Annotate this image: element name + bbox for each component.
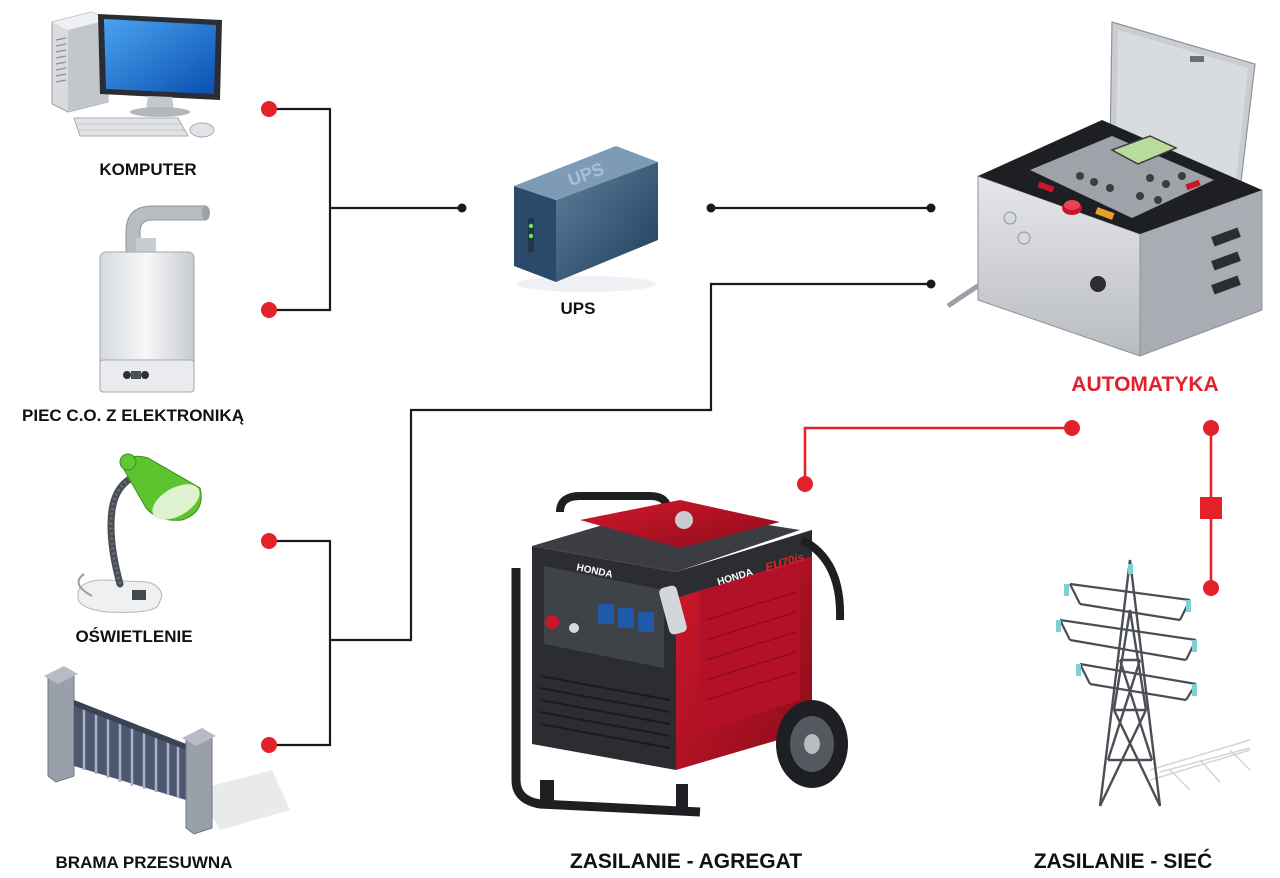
label-automatyka: AUTOMATYKA (1071, 373, 1218, 396)
label-piec: PIEC C.O. Z ELEKTRONIKĄ (22, 406, 244, 425)
red-wires (803, 426, 1213, 588)
label-oswietlenie: OŚWIETLENIE (75, 627, 192, 646)
sliding-gate-icon (44, 666, 290, 835)
wire-loads-automatyka (330, 282, 931, 642)
wire-agregat (803, 426, 1072, 484)
black-wires (269, 107, 931, 747)
label-siec: ZASILANIE - SIEĆ (1034, 849, 1213, 873)
computer-icon (51, 11, 222, 138)
ups-icon: UPS (514, 146, 658, 292)
label-brama: BRAMA PRZESUWNA (56, 853, 233, 872)
red-wire-dots (797, 420, 1222, 596)
desk-lamp-icon (77, 453, 202, 613)
label-komputer: KOMPUTER (99, 160, 196, 179)
wire-komputer (269, 107, 332, 312)
red-load-dots (261, 101, 277, 753)
boiler-icon (99, 205, 210, 393)
control-panel-icon (946, 21, 1263, 357)
meter-square (1200, 497, 1222, 519)
black-wire-dots (457, 203, 936, 289)
label-agregat: ZASILANIE - AGREGAT (570, 850, 802, 873)
generator-icon: HONDA EU70is HONDA (511, 492, 848, 817)
label-ups: UPS (561, 299, 596, 318)
power-pylon-icon (1056, 559, 1251, 807)
wire-loads (269, 539, 332, 747)
